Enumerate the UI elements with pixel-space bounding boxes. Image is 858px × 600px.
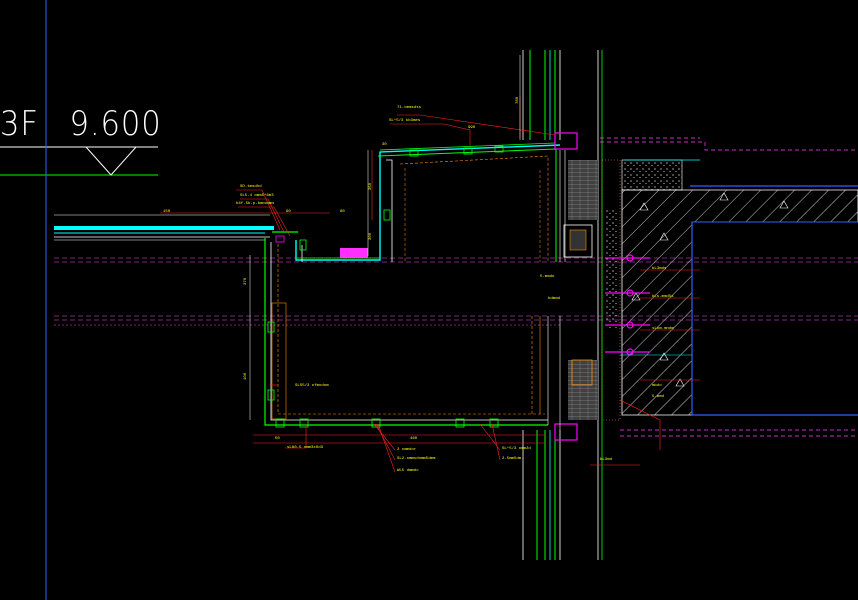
callout-mid-1: SLS5/3 ofmodom <box>295 384 329 388</box>
dim-text-4: 370 <box>244 277 248 285</box>
dim-text-6: 350 <box>369 182 373 190</box>
callout-right-4: bLs.mmd5s <box>652 295 674 299</box>
masonry <box>563 159 621 421</box>
dim-text-1: 150 <box>163 210 171 214</box>
dim-text-3: 80 <box>340 210 345 214</box>
level-symbol <box>0 0 158 600</box>
cladding-box <box>264 142 561 426</box>
dim-text-11: 990 <box>468 126 476 130</box>
leaders <box>160 96 700 473</box>
callout-bot-4: WL5 dmmdc <box>397 469 419 473</box>
dim-text-5: 100 <box>244 372 248 380</box>
dim-text-2: 60 <box>286 210 291 214</box>
callout-bot-2: 2 cmmdor <box>397 448 417 452</box>
callout-right-1: 5.mmdo <box>540 275 555 279</box>
dim-text-7: 300 <box>369 232 373 240</box>
callout-top-2: SL*5/3 kb3mes <box>389 119 421 123</box>
brackets <box>267 145 504 428</box>
level-marker: 3F 9.600 <box>0 104 162 144</box>
callout-right-8: bL3md <box>600 458 613 462</box>
callout-bot-3: SL2.ommsdnmm5dmm <box>397 457 436 461</box>
dim-text-8: 780 <box>516 96 520 104</box>
callout-left-2: SL5.4 omm5*6m3 <box>240 194 274 198</box>
dim-text-9: 50 <box>275 437 280 441</box>
callout-left-1: SD.tmsdhd <box>240 185 262 189</box>
callout-right-5: sLom.mndm <box>652 327 674 331</box>
callout-right-3: bL3mds <box>652 267 667 271</box>
callout-right-6: mbdo <box>652 384 662 388</box>
floor-label: 3F <box>0 104 39 144</box>
anchor-bolts <box>605 254 650 356</box>
callout-right-7: 5.mmd <box>652 395 665 399</box>
callout-bot-5: SL*5/3 omm2d <box>502 447 531 451</box>
left-floor-slab <box>54 214 858 326</box>
dimension-lines <box>249 55 521 420</box>
dim-text-12: 30 <box>382 143 387 147</box>
concrete-structure <box>621 159 858 416</box>
callout-top-1: 71.cmmsdss <box>397 106 422 110</box>
curtain-wall <box>522 50 603 560</box>
callout-right-2: bdmmd <box>548 297 561 301</box>
elevation-label: 9.600 <box>69 104 162 144</box>
boundary-lines <box>600 137 858 437</box>
callout-bot-6: 2.5mm5dm <box>502 457 522 461</box>
dim-text-10: 460 <box>410 437 418 441</box>
callout-left-3: b4f.5b.p-bmoomms <box>236 202 275 206</box>
callout-bot-1: sL80.5 nmm3x0d3 <box>287 446 324 450</box>
